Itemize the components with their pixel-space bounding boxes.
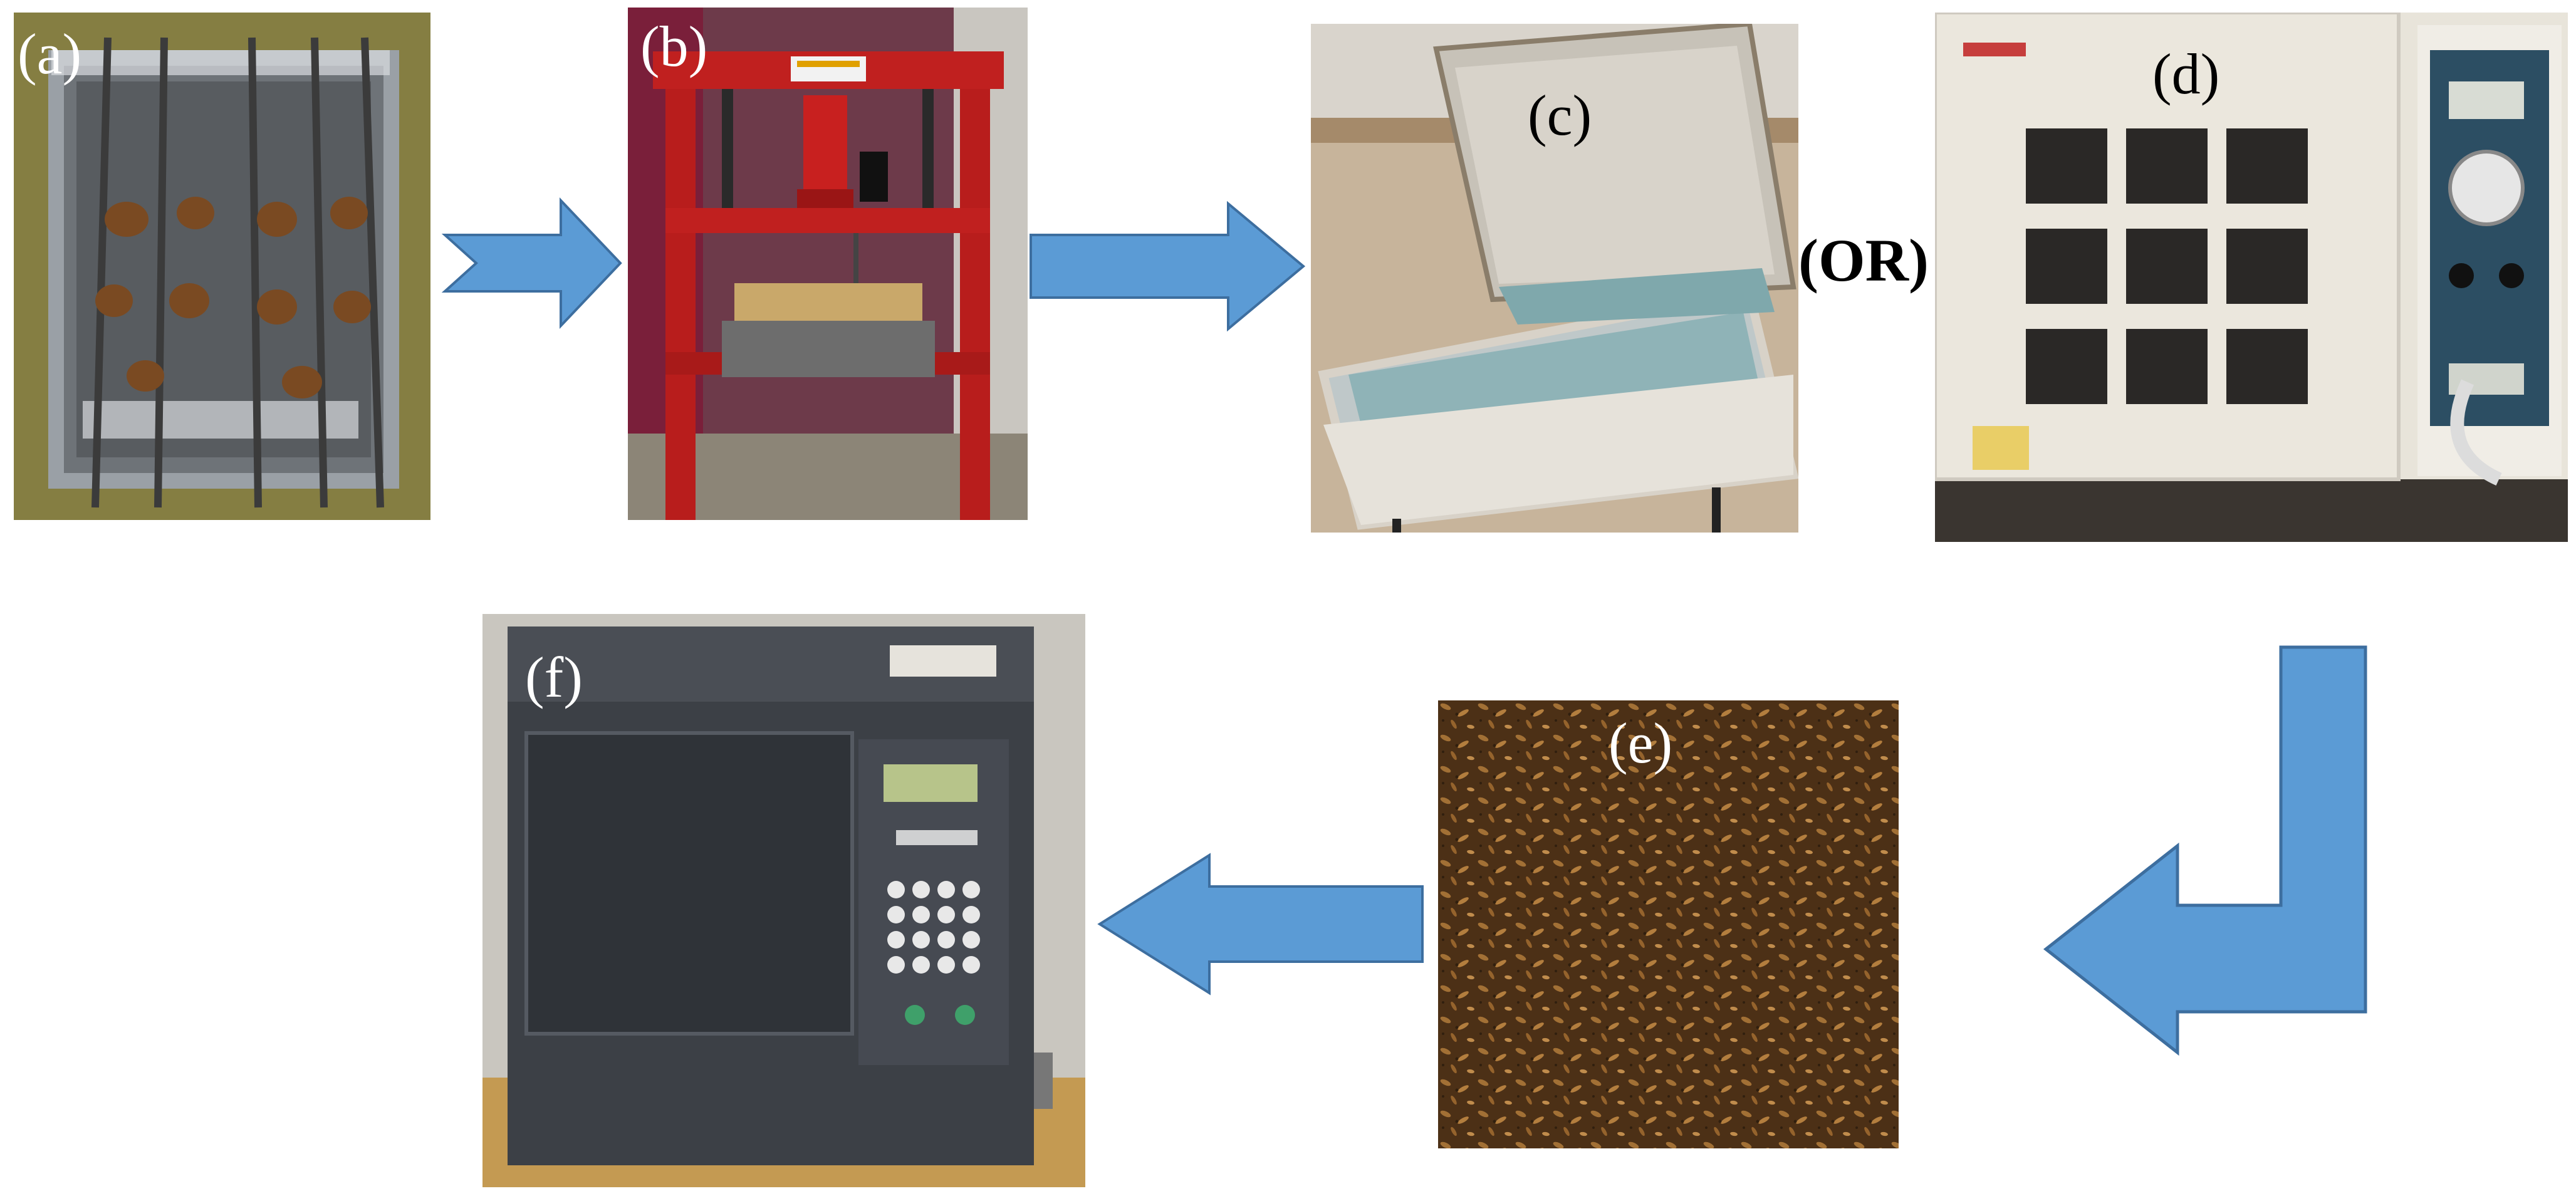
hydraulic-press-image — [628, 8, 1028, 520]
panel-label-d: (d) — [2152, 42, 2220, 106]
vacuum-oven-image — [1935, 13, 2568, 542]
photo-solar-dryer — [1311, 24, 1798, 533]
arrow-a-to-b — [439, 194, 627, 332]
mould-with-rods-image — [14, 13, 430, 520]
or-alternative-label: (OR) — [1798, 227, 1929, 294]
photo-hydraulic-press — [628, 8, 1028, 520]
photo-composite-sample — [1438, 700, 1899, 1148]
panel-label-a: (a) — [18, 22, 82, 86]
photo-mould-with-rods — [14, 13, 430, 520]
panel-label-f: (f) — [525, 645, 583, 709]
panel-label-b: (b) — [640, 14, 708, 78]
panel-label-c: (c) — [1528, 83, 1592, 147]
photo-vacuum-oven — [1935, 13, 2568, 542]
arrow-d-to-e — [2043, 642, 2372, 1056]
photo-thermal-analyser — [482, 614, 1085, 1187]
solar-dryer-image — [1311, 24, 1798, 533]
arrow-b-to-c — [1028, 200, 1306, 332]
thermal-analyser-image — [482, 614, 1085, 1187]
panel-label-e: (e) — [1609, 711, 1673, 775]
arrow-e-to-f — [1097, 852, 1426, 996]
composite-sample-image — [1438, 700, 1899, 1148]
